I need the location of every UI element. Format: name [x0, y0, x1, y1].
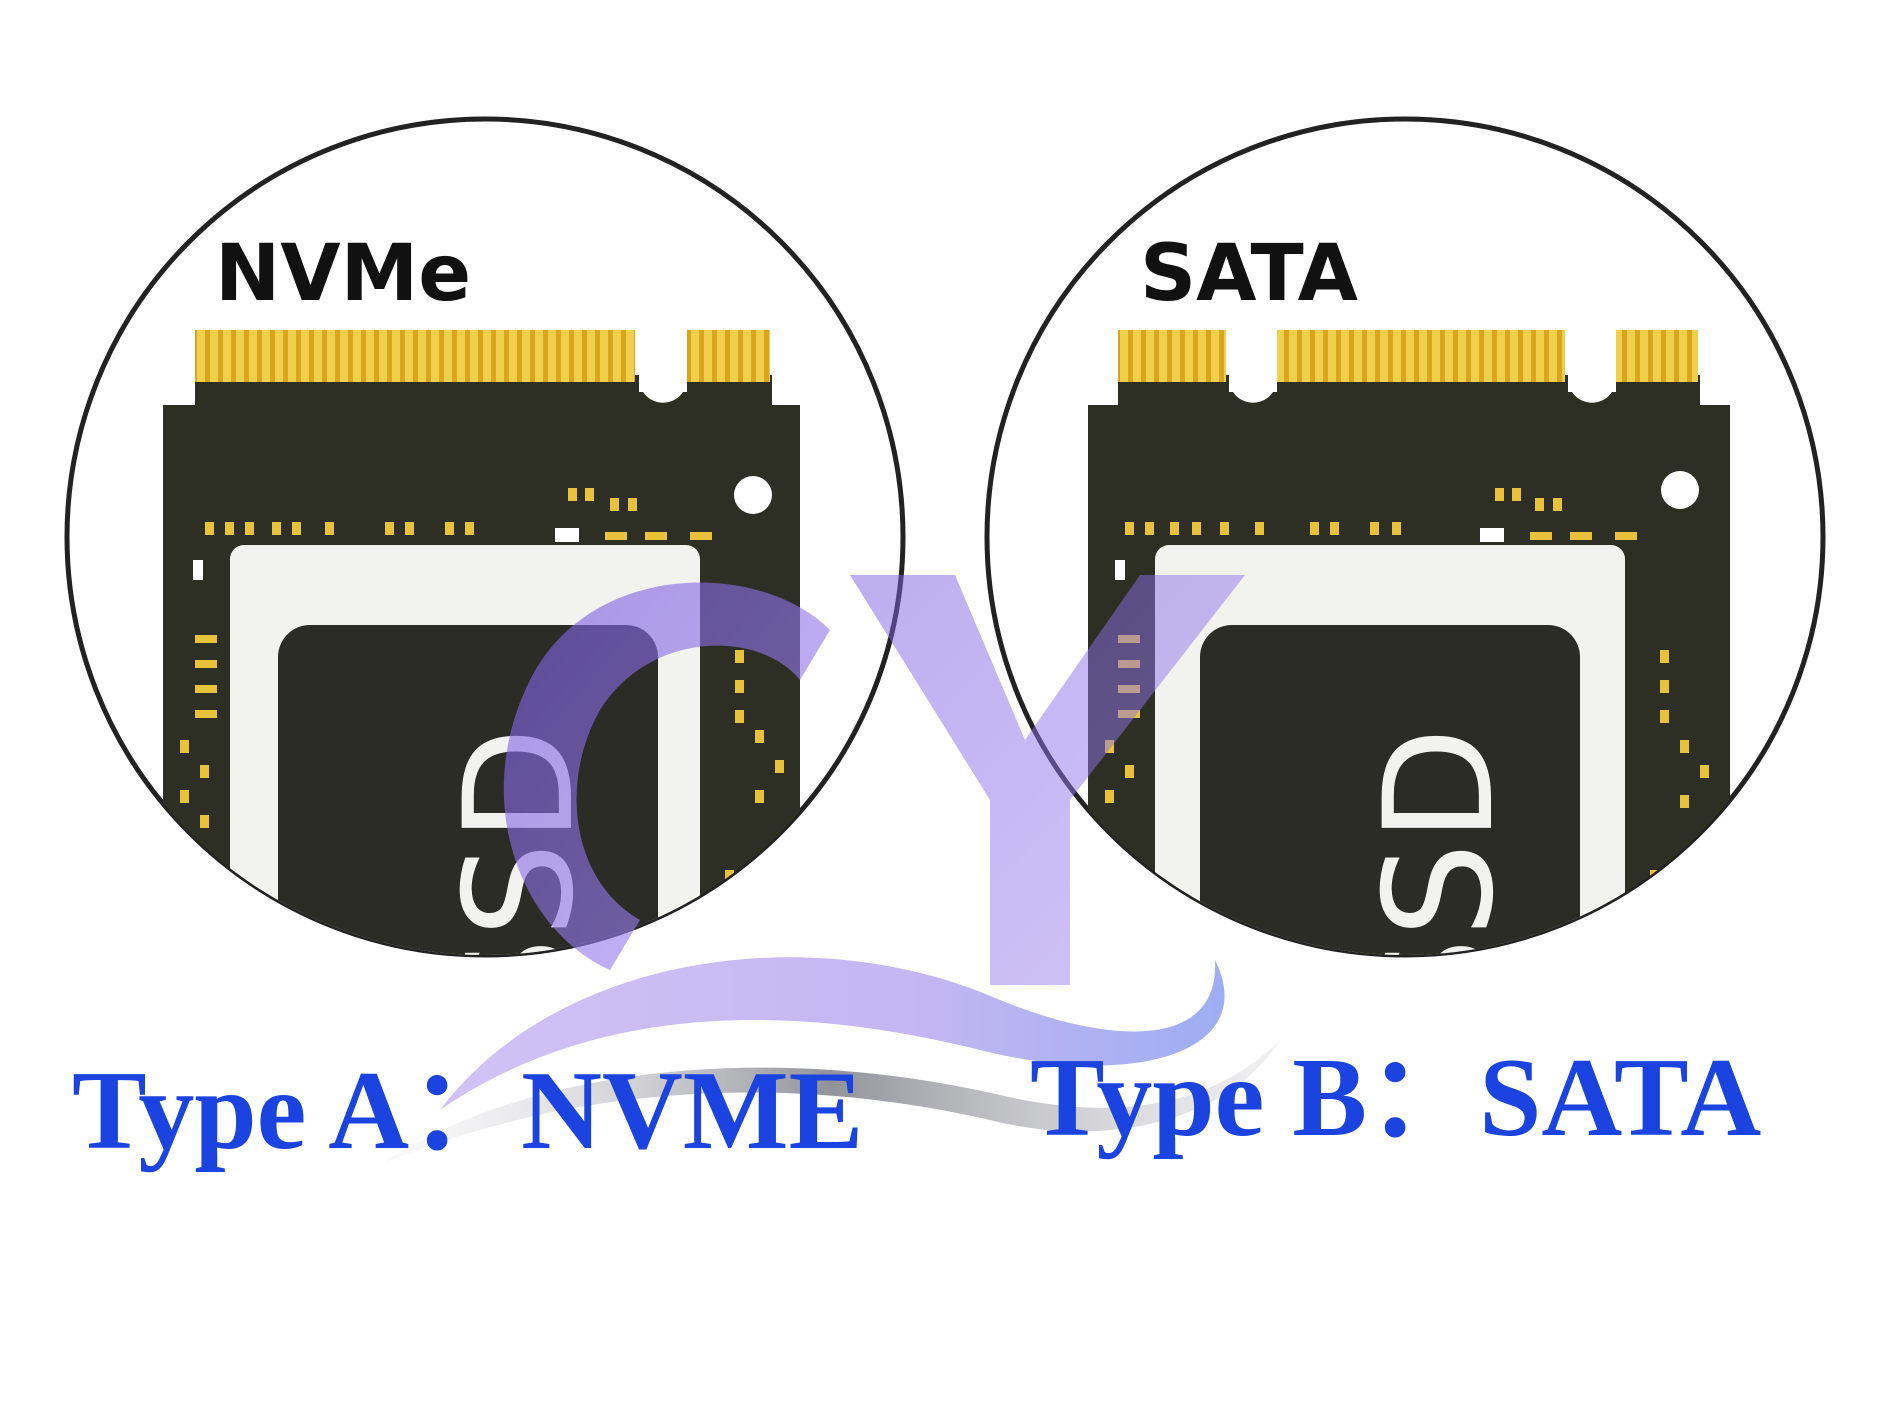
type-b-caption: Type B：SATA — [1030, 1036, 1762, 1160]
nvme-gold-contacts-key — [687, 330, 770, 382]
nvme-ssd-board: SSD — [163, 330, 800, 955]
sata-chip-label: SSD — [1353, 727, 1527, 1033]
sata-gold-contacts-main — [1277, 330, 1565, 382]
sata-gold-contacts-right — [1616, 330, 1698, 382]
sata-panel: SSD SATA — [984, 116, 1826, 1033]
nvme-title: NVMe — [215, 229, 471, 319]
sata-title: SATA — [1140, 229, 1358, 319]
cy-watermark-logo: CY — [380, 575, 1280, 1165]
sata-ssd-board: SSD — [1088, 330, 1730, 1033]
type-a-caption: Type A：NVME — [72, 1049, 864, 1173]
nvme-panel: SSD NVMe — [64, 116, 906, 958]
nvme-gold-contacts-main — [195, 330, 635, 382]
sata-gold-contacts-left — [1118, 330, 1226, 382]
